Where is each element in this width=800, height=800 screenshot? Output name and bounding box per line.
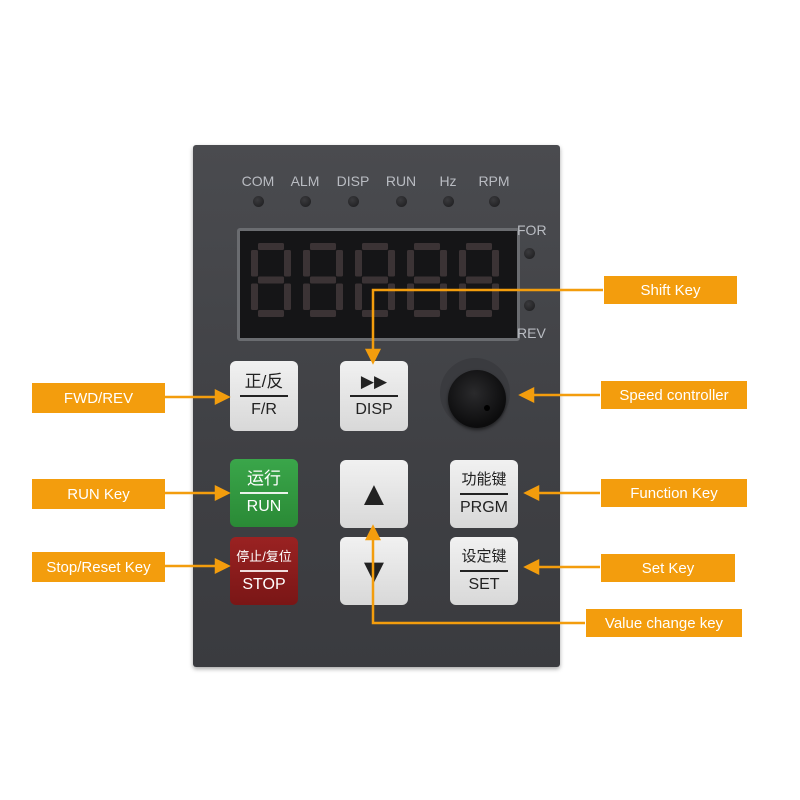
rev-led [524, 300, 535, 311]
rev-label: REV [517, 325, 546, 341]
display-segment [362, 243, 388, 250]
key-divider [240, 570, 288, 572]
key-divider [460, 570, 508, 572]
indicator-label-hz: Hz [439, 173, 457, 189]
display-segment [407, 250, 414, 277]
fast-forward-icon: ▶▶ [360, 372, 388, 391]
set-button-label: SET [468, 576, 500, 593]
stop-reset-button[interactable]: 停止/复位 STOP [230, 537, 298, 605]
speed-knob[interactable] [448, 370, 506, 428]
display-segment [251, 250, 258, 277]
display-segment [303, 250, 310, 277]
indicator-led-disp [348, 196, 359, 207]
display-segment [303, 283, 310, 310]
up-button[interactable]: ▲ [340, 460, 408, 528]
run-button-chinese: 运行 [247, 469, 281, 488]
display-segment [258, 276, 284, 284]
display-segment [362, 310, 388, 317]
callout-fwd-rev: FWD/REV [32, 383, 165, 413]
display-segment [284, 283, 291, 310]
indicator-led-rpm [489, 196, 500, 207]
indicator-led-com [253, 196, 264, 207]
display-segment [336, 283, 343, 310]
display-segment [310, 276, 336, 284]
run-button-label: RUN [246, 498, 282, 515]
display-segment [336, 250, 343, 277]
fwd-rev-button-chinese: 正/反 [244, 372, 284, 391]
callout-value-change-key: Value change key [586, 609, 742, 637]
up-arrow-icon: ▲ [357, 475, 391, 513]
callout-function-key: Function Key [601, 479, 747, 507]
display-segment [414, 276, 440, 284]
indicator-label-alm: ALM [290, 173, 320, 189]
indicator-label-disp: DISP [336, 173, 370, 189]
indicator-led-run [396, 196, 407, 207]
fwd-rev-button-label: F/R [251, 401, 277, 418]
prgm-button-label: PRGM [460, 499, 508, 516]
callout-run-key: RUN Key [32, 479, 165, 509]
disp-button-label: DISP [355, 401, 393, 418]
callout-stop-reset-key: Stop/Reset Key [32, 552, 165, 582]
prgm-button[interactable]: 功能键 PRGM [450, 460, 518, 528]
display-segment [466, 310, 492, 317]
for-label: FOR [517, 222, 547, 238]
display-segment [355, 283, 362, 310]
fwd-rev-button[interactable]: 正/反 F/R [230, 361, 298, 431]
display-segment [310, 310, 336, 317]
key-divider [350, 395, 398, 397]
display-segment [388, 250, 395, 277]
display-segment [355, 250, 362, 277]
stop-button-chinese: 停止/复位 [236, 549, 292, 564]
indicator-led-hz [443, 196, 454, 207]
display-segment [258, 310, 284, 317]
key-divider [240, 492, 288, 494]
display-segment [362, 276, 388, 284]
set-button[interactable]: 设定键 SET [450, 537, 518, 605]
callout-shift-key: Shift Key [604, 276, 737, 304]
disp-shift-button[interactable]: ▶▶ DISP [340, 361, 408, 431]
callout-speed-controller: Speed controller [601, 381, 747, 409]
display-segment [414, 310, 440, 317]
knob-indicator-dot [484, 405, 490, 411]
indicator-label-rpm: RPM [478, 173, 510, 189]
key-divider [460, 493, 508, 495]
indicator-led-alm [300, 196, 311, 207]
display-segment [310, 243, 336, 250]
set-button-chinese: 设定键 [461, 548, 507, 565]
run-button[interactable]: 运行 RUN [230, 459, 298, 527]
display-segment [459, 250, 466, 277]
stop-button-label: STOP [242, 576, 286, 593]
callout-set-key: Set Key [601, 554, 735, 582]
display-segment [251, 283, 258, 310]
display-segment [258, 243, 284, 250]
indicator-label-com: COM [241, 173, 275, 189]
display-segment [284, 250, 291, 277]
display-segment [414, 243, 440, 250]
display-segment [466, 276, 492, 284]
indicator-label-run: RUN [385, 173, 417, 189]
display-segment [440, 250, 447, 277]
key-divider [240, 395, 288, 397]
display-segment [492, 250, 499, 277]
display-segment [466, 243, 492, 250]
prgm-button-chinese: 功能键 [461, 471, 507, 488]
for-led [524, 248, 535, 259]
